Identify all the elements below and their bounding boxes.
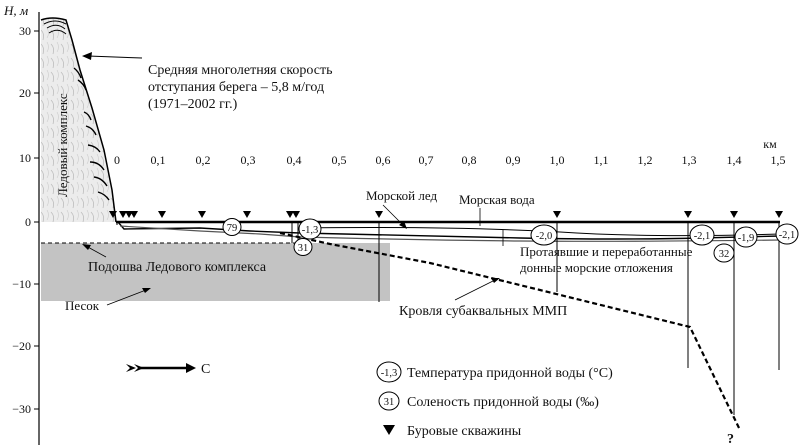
sea-section — [116, 220, 781, 242]
y-tick-label: 30 — [19, 24, 31, 38]
x-tick-label: 1,3 — [682, 153, 697, 167]
legend-temperature-circle — [376, 361, 402, 383]
borehole-marker — [243, 211, 251, 218]
ice-complex-base-label: Подошва Ледового комплекса — [88, 260, 267, 275]
borehole-marker — [158, 211, 166, 218]
temperature-circle — [689, 224, 715, 246]
direction-feather-icon — [126, 364, 136, 372]
temperature-value: -1,3 — [302, 225, 319, 236]
y-axis: H, м 30 20 10 0 −10 −20 −30 — [3, 3, 40, 445]
borehole-marker — [553, 211, 561, 218]
borehole-marker — [684, 211, 692, 218]
thawed-sediments-label-line1: Протаявшие и переработанные — [520, 244, 693, 259]
x-axis-unit: км — [763, 137, 777, 151]
x-tick-label: 1,4 — [727, 153, 742, 167]
x-tick-label: 0,8 — [462, 153, 477, 167]
salinity-value: 32 — [719, 249, 730, 260]
temperature-value: -2,1 — [694, 231, 711, 242]
y-tick-label: −30 — [12, 402, 31, 416]
temperature-circle — [734, 226, 758, 248]
x-tick-label: 0,1 — [151, 153, 166, 167]
retreat-text-line3: (1971–2002 гг.) — [148, 97, 238, 112]
y-tick-label: 20 — [19, 86, 31, 100]
legend-salinity-circle — [378, 391, 400, 411]
ice-complex-cliff: Ледовый комплекс — [40, 17, 117, 223]
borehole-marker — [286, 211, 294, 218]
thawed-sediments-line — [119, 225, 781, 242]
borehole-marker — [775, 211, 783, 218]
x-tick-label: 0,3 — [241, 153, 256, 167]
salinity-markers: 79 31 32 — [222, 218, 735, 263]
legend-temperature-label: Температура придонной воды (°С) — [407, 366, 613, 381]
arrow-head-icon — [186, 363, 196, 373]
legend-borehole-icon — [383, 425, 395, 435]
y-tick-label: −20 — [12, 339, 31, 353]
legend-salinity-label: Соленость придонной воды (‰) — [407, 395, 599, 410]
borehole-marker — [109, 211, 117, 218]
temperature-value: -1,9 — [738, 233, 755, 244]
direction-feather-icon — [134, 364, 144, 372]
sea-ice-label: Морской лед — [366, 188, 437, 203]
x-tick-label: 1,1 — [594, 153, 609, 167]
permafrost-roof-line — [279, 231, 741, 431]
borehole-marker — [198, 211, 206, 218]
temperature-circle — [530, 224, 558, 246]
thawed-sediments-label-line2: донные морские отложения — [520, 260, 673, 275]
salinity-circle — [293, 238, 313, 256]
x-tick-label: 1,5 — [771, 153, 786, 167]
salinity-circle — [713, 243, 735, 263]
x-tick-label: 0,4 — [287, 153, 302, 167]
temperature-circle — [298, 218, 322, 240]
legend-temperature-sample: -1,3 — [381, 368, 398, 379]
borehole-marker — [119, 211, 127, 218]
ice-complex-label: Ледовый комплекс — [55, 93, 70, 197]
x-tick-label: 0,6 — [376, 153, 391, 167]
sand-layer — [41, 243, 390, 301]
x-tick-label: 0,7 — [419, 153, 434, 167]
temperature-circle — [775, 223, 799, 245]
x-tick-label: 0,9 — [506, 153, 521, 167]
legend-salinity-sample: 31 — [384, 397, 395, 408]
retreat-text-line1: Средняя многолетняя скорость — [148, 63, 332, 78]
annotations: Средняя многолетняя скорость отступания … — [65, 52, 734, 447]
x-tick-label: 0,2 — [196, 153, 211, 167]
temperature-value: -2,0 — [536, 231, 553, 242]
x-tick-label: 0,5 — [332, 153, 347, 167]
y-tick-label: 0 — [25, 215, 31, 229]
retreat-text-line2: отступания берега – 5,8 м/год — [148, 80, 324, 95]
arrow-head-icon — [82, 52, 92, 60]
x-tick-label: 1,0 — [550, 153, 565, 167]
permafrost-roof-label: Кровля субаквальных ММП — [399, 304, 567, 319]
salinity-circle — [222, 218, 242, 236]
salinity-value: 31 — [298, 243, 309, 254]
borehole-marker — [375, 211, 383, 218]
borehole-marker — [130, 211, 138, 218]
seabed-line — [117, 221, 781, 240]
y-axis-label: H, м — [3, 3, 28, 18]
x-tick-label: 0 — [114, 153, 120, 167]
retreat-arrow — [87, 55, 143, 59]
borehole-marker — [730, 211, 738, 218]
borehole-marker — [292, 211, 300, 218]
temperature-markers: -1,3 -2,0 -2,1 -1,9 -2,1 — [298, 218, 799, 248]
sea-water-label: Морская вода — [459, 192, 535, 207]
temperature-value: -2,1 — [779, 230, 796, 241]
x-axis: 0 0,1 0,2 0,3 0,4 0,5 0,6 0,7 0,8 0,9 1,… — [114, 137, 786, 167]
x-tick-label: 1,2 — [638, 153, 653, 167]
y-tick-label: 10 — [19, 151, 31, 165]
legend: С -1,3 Температура придонной воды (°С) 3… — [126, 361, 613, 439]
sand-label: Песок — [65, 298, 100, 313]
direction-label: С — [201, 362, 210, 377]
salinity-value: 79 — [227, 223, 238, 234]
legend-borehole-label: Буровые скважины — [407, 424, 522, 439]
y-tick-label: −10 — [12, 277, 31, 291]
question-mark: ? — [727, 432, 734, 447]
